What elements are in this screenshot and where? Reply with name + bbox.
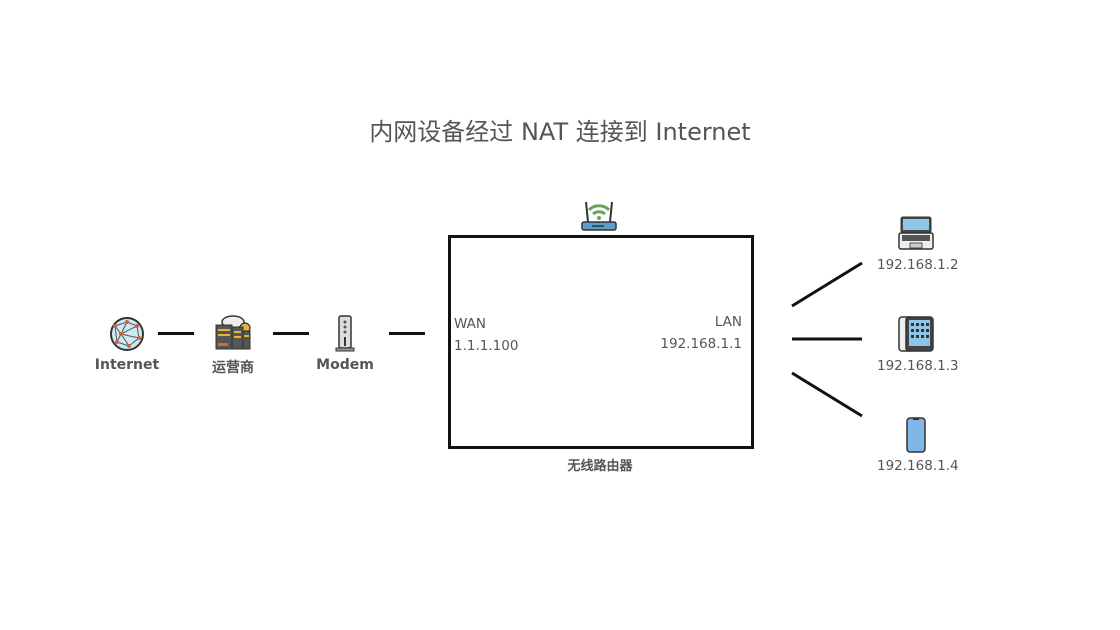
globe-network-icon — [110, 317, 144, 351]
modem-icon — [335, 315, 355, 352]
link-line — [389, 332, 425, 335]
link-line — [158, 332, 194, 335]
tablet-icon — [898, 316, 934, 352]
device-ip-tablet: 192.168.1.3 — [877, 358, 959, 374]
modem-label: Modem — [316, 357, 374, 373]
internet-label: Internet — [94, 357, 160, 373]
device-ip-phone: 192.168.1.4 — [877, 458, 959, 474]
wan-ip: 1.1.1.100 — [454, 338, 519, 354]
wifi-router-icon — [581, 201, 617, 231]
link-line-phone — [791, 371, 863, 418]
device-ip-laptop: 192.168.1.2 — [877, 257, 959, 273]
router-label: 无线路由器 — [567, 459, 633, 474]
link-line — [273, 332, 309, 335]
router-box — [448, 235, 754, 449]
lan-label: LAN — [714, 314, 742, 330]
link-line-laptop — [791, 261, 863, 308]
smartphone-icon — [906, 417, 926, 453]
diagram-title: 内网设备经过 NAT 连接到 Internet — [369, 118, 751, 146]
wan-label: WAN — [454, 316, 486, 332]
isp-label: 运营商 — [212, 360, 254, 376]
isp-server-cloud-icon — [215, 315, 251, 350]
laptop-icon — [898, 216, 934, 250]
lan-ip: 192.168.1.1 — [660, 336, 742, 352]
